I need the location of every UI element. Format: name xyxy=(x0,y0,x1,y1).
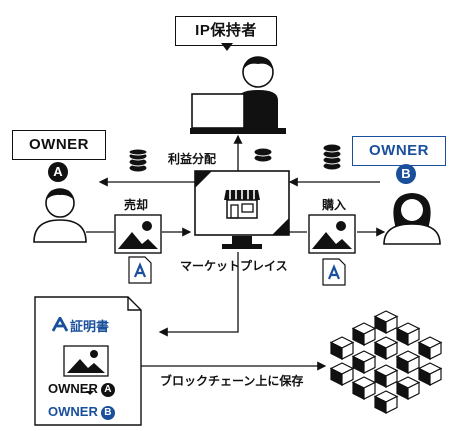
cube-face xyxy=(363,381,376,400)
certificate-from-badge: A xyxy=(100,382,115,397)
sell-label: 売却 xyxy=(124,198,149,212)
owner-a-person-icon xyxy=(33,188,87,243)
cube-face xyxy=(385,395,398,414)
cube-face xyxy=(407,355,420,374)
image-card-icon xyxy=(308,214,356,254)
marketplace-label: マーケットプレイス xyxy=(180,259,288,273)
cube-face xyxy=(407,381,420,400)
marketplace-monitor-icon xyxy=(194,170,290,249)
speech-tail-icon xyxy=(221,43,233,51)
ip-holder-label: IP保持者 xyxy=(175,16,277,46)
save-chain-label: ブロックチェーン上に保存 xyxy=(160,374,304,388)
cube-face xyxy=(385,315,398,334)
blockchain-cubes-icon xyxy=(329,310,443,414)
certificate-doc-icon xyxy=(322,258,346,286)
image-card-icon xyxy=(114,214,162,254)
certificate-from-owner-label: OWNER xyxy=(48,381,98,396)
cube-face xyxy=(429,341,442,360)
certificate-to-owner-label: OWNER xyxy=(48,404,98,419)
cube-face xyxy=(385,369,398,388)
certificate-title: 証明書 xyxy=(70,320,110,335)
owner-a-badge: A xyxy=(48,162,68,182)
cube-face xyxy=(341,341,354,360)
cube-face xyxy=(429,367,442,386)
certificate-document xyxy=(34,296,142,426)
cube-face xyxy=(341,367,354,386)
owner-b-badge: B xyxy=(396,164,416,184)
ip-holder-person-icon xyxy=(190,56,286,134)
certificate-doc-icon xyxy=(128,256,152,284)
certificate-to-badge: B xyxy=(100,405,115,420)
cube-face xyxy=(385,341,398,360)
a-logo-icon xyxy=(52,317,68,332)
coin-stack-icon xyxy=(322,143,342,171)
coin-stack-icon xyxy=(253,147,273,163)
cube-face xyxy=(407,327,420,346)
coin-stack-icon xyxy=(128,148,148,173)
owner-b-label: OWNER xyxy=(352,136,446,166)
owner-b-person-icon xyxy=(383,193,441,245)
cube-face xyxy=(363,327,376,346)
cube-face xyxy=(363,355,376,374)
profit-share-label: 利益分配 xyxy=(168,152,217,166)
buy-label: 購入 xyxy=(322,198,347,212)
owner-a-label: OWNER xyxy=(12,130,106,160)
